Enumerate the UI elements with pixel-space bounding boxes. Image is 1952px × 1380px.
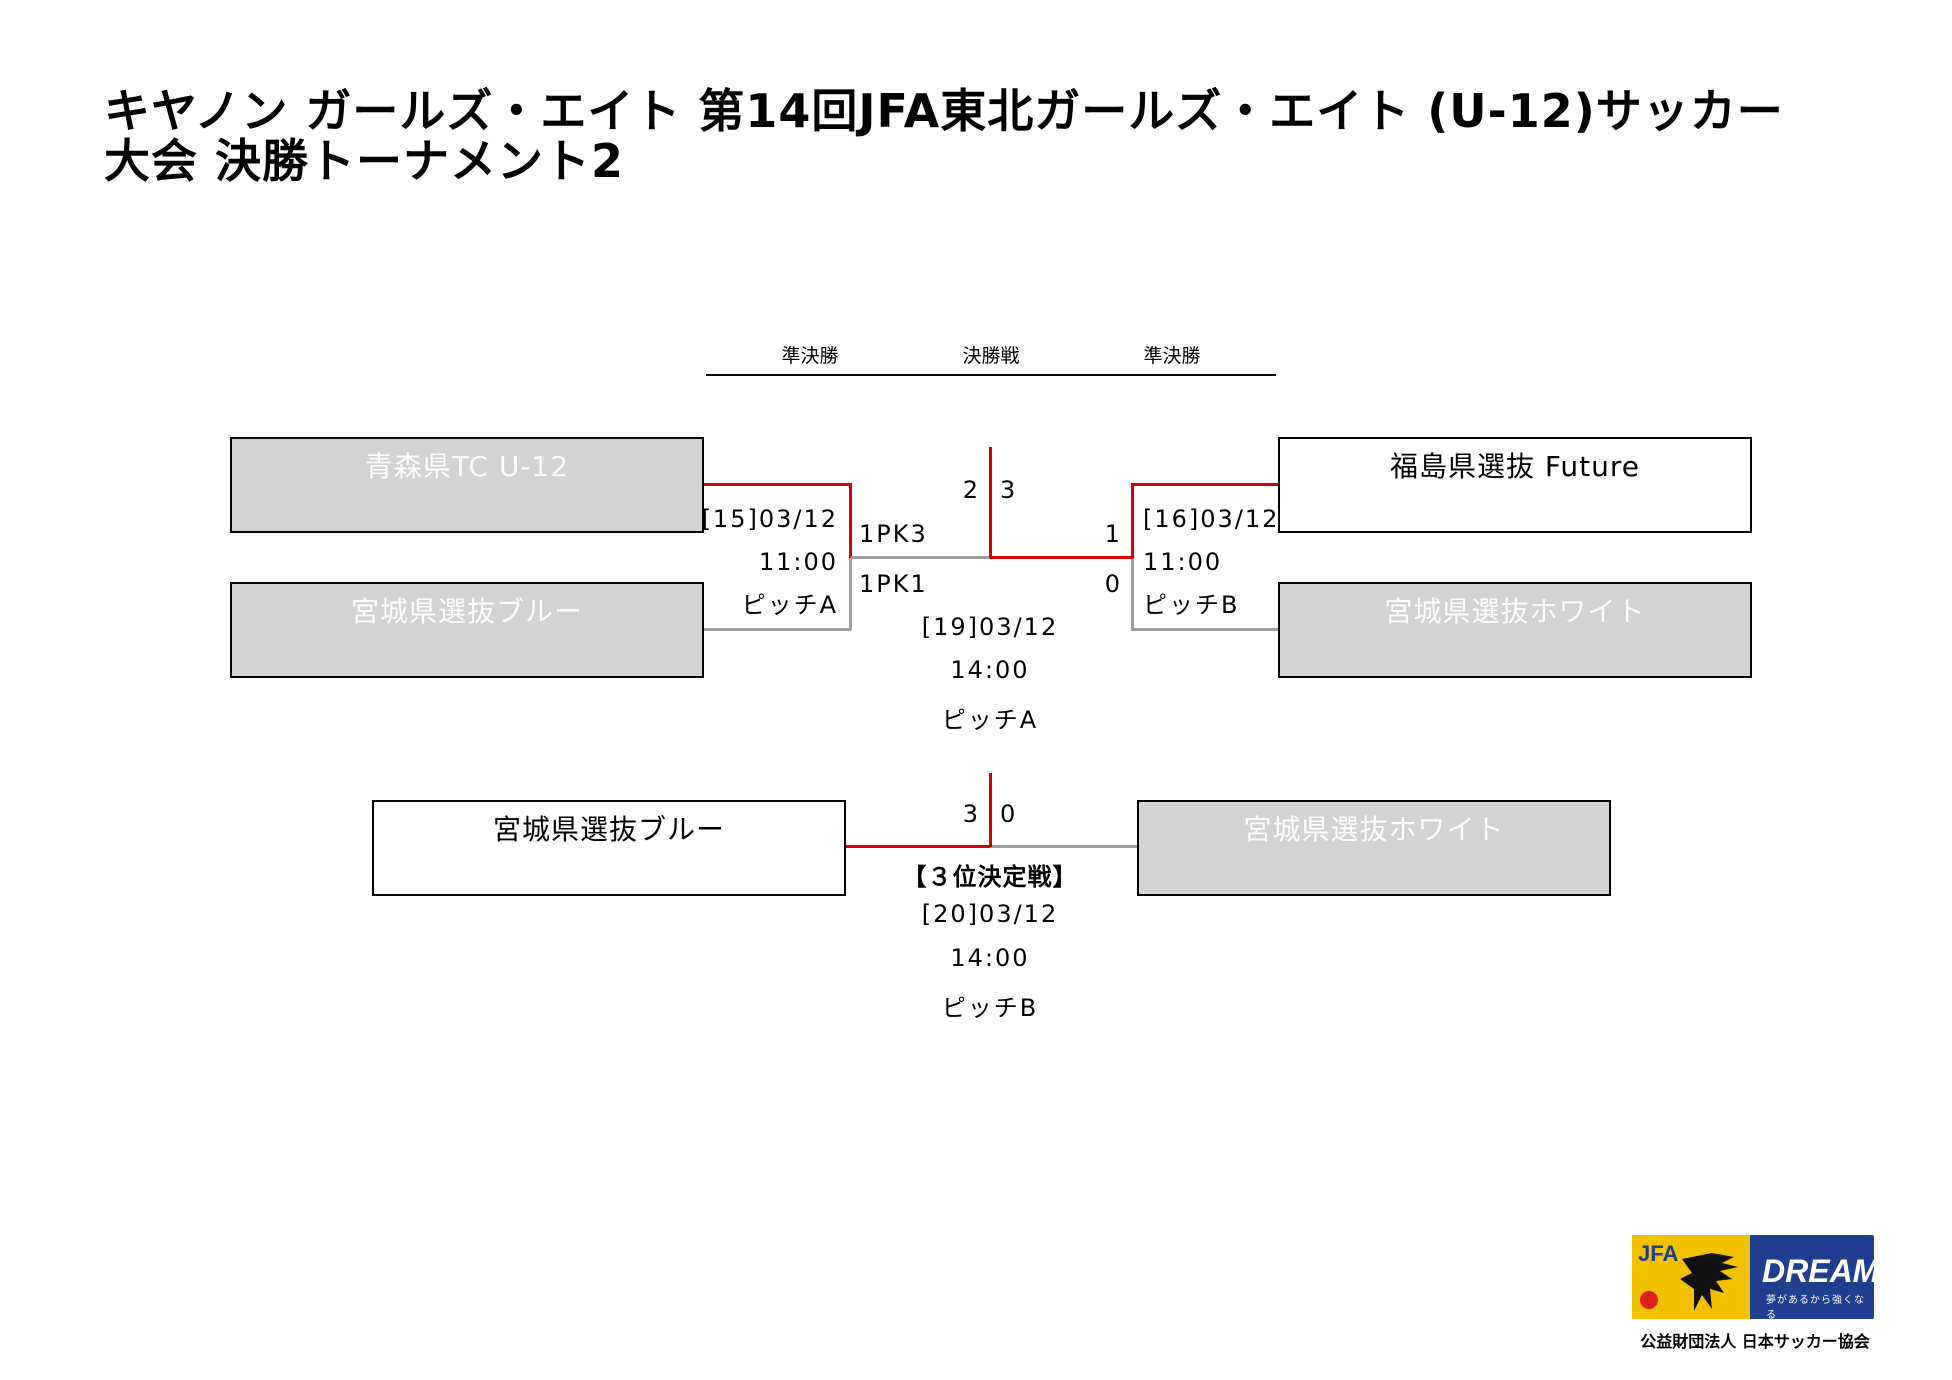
final-score-right: 3 (1000, 476, 1018, 504)
bracket-line-sf1-bottom (704, 628, 851, 631)
round-header-rule (706, 374, 1276, 376)
final-pitch: ピッチA (941, 706, 1039, 734)
bracket-line-sf1-lower-vertical (849, 558, 852, 630)
final-match-id: [19]03/12 (921, 613, 1059, 641)
bracket-line-final-right (990, 556, 1133, 559)
bracket-line-third-right (990, 845, 1137, 848)
sf1-match-id: [15]03/12 (701, 505, 838, 533)
bracket-line-sf2-bottom (1131, 628, 1278, 631)
sf1-score-bottom: 1PK1 (859, 570, 928, 598)
round-label-left: 準決勝 (781, 345, 839, 367)
final-time: 14:00 (950, 656, 1030, 684)
third-pitch: ピッチB (941, 994, 1039, 1022)
logo-ball-icon (1640, 1291, 1658, 1309)
third-score-right: 0 (1000, 800, 1018, 828)
round-label-right: 準決勝 (1143, 345, 1201, 367)
team-box-miyagi-blue-sf: 宮城県選抜ブルー (230, 582, 704, 678)
bracket-line-sf1-top (704, 483, 851, 486)
team-box-miyagi-blue-3rd: 宮城県選抜ブルー (372, 800, 846, 896)
sf2-score-top: 1 (1104, 520, 1122, 548)
final-score-left: 2 (962, 476, 980, 504)
bracket-line-final-left (851, 556, 990, 559)
sf2-match-id: [16]03/12 (1143, 505, 1280, 533)
bracket-line-sf2-top (1131, 483, 1278, 486)
jfa-dream-logo: JFA DREAM 夢があるから強くなる (1632, 1235, 1874, 1319)
bracket-line-sf2-upper-vertical (1131, 483, 1134, 558)
third-match-id: [20]03/12 (921, 900, 1059, 928)
sf2-score-bottom: 0 (1104, 570, 1122, 598)
bracket-line-third-left (846, 845, 990, 848)
bracket-line-third-vertical (989, 773, 992, 847)
third-place-label: 【３位決定戦】 (902, 863, 1078, 891)
bracket-line-final-vertical (989, 447, 992, 558)
title-line-2: 大会 決勝トーナメント2 (104, 134, 625, 188)
page-title: キヤノン ガールズ・エイト 第14回JFA東北ガールズ・エイト (U-12)サッ… (104, 86, 1884, 186)
logo-tagline: 夢があるから強くなる (1766, 1295, 1865, 1319)
team-box-miyagi-white-sf: 宮城県選抜ホワイト (1278, 582, 1752, 678)
sf1-time: 11:00 (758, 548, 838, 576)
yatagarasu-crow-icon (1680, 1253, 1738, 1311)
team-box-fukushima: 福島県選抜 Future (1278, 437, 1752, 533)
team-box-miyagi-white-3rd: 宮城県選抜ホワイト (1137, 800, 1611, 896)
third-time: 14:00 (950, 944, 1030, 972)
bracket-line-sf1-upper-vertical (849, 483, 852, 558)
logo-dream-text: DREAM (1762, 1253, 1874, 1289)
title-line-1: キヤノン ガールズ・エイト 第14回JFA東北ガールズ・エイト (U-12)サッ… (104, 84, 1784, 138)
sf1-pitch: ピッチA (741, 591, 838, 619)
round-label-center: 決勝戦 (962, 345, 1020, 367)
sf1-score-top: 1PK3 (859, 520, 928, 548)
bracket-line-sf2-lower-vertical (1131, 558, 1134, 630)
association-name: 公益財団法人 日本サッカー協会 (1640, 1332, 1870, 1351)
third-score-left: 3 (962, 800, 980, 828)
sf2-pitch: ピッチB (1143, 591, 1240, 619)
team-box-aomori: 青森県TC U-12 (230, 437, 704, 533)
sf2-time: 11:00 (1143, 548, 1223, 576)
logo-jfa-text: JFA (1638, 1241, 1679, 1266)
